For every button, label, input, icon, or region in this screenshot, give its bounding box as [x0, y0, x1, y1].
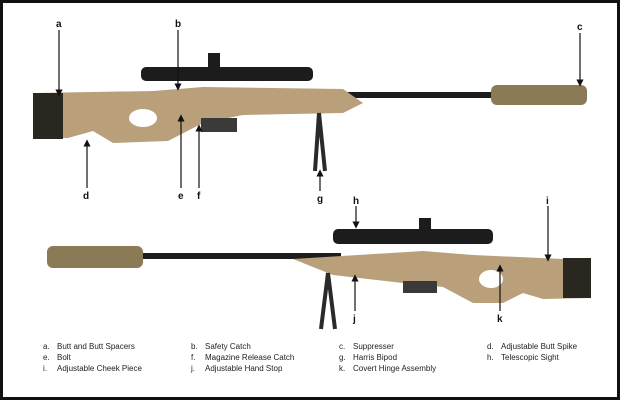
bipod: [319, 272, 337, 330]
rifle-illustration: a b c d e f g h i j k: [33, 19, 591, 330]
callout-g: g: [317, 194, 323, 205]
legend-item: h.Telescopic Sight: [487, 353, 559, 362]
legend-item: k.Covert Hinge Assembly: [339, 364, 437, 373]
legend: a.Butt and Butt Spacers b.Safety Catch c…: [43, 341, 613, 374]
legend-item: g.Harris Bipod: [339, 353, 398, 362]
scope-turret: [419, 218, 431, 232]
magazine: [403, 281, 437, 293]
legend-item: i.Adjustable Cheek Piece: [43, 364, 142, 373]
callout-k: k: [497, 314, 503, 325]
bipod: [313, 112, 327, 172]
callout-b: b: [175, 19, 181, 30]
callout-j: j: [352, 314, 356, 325]
legend-item: f.Magazine Release Catch: [191, 353, 295, 362]
rifle-bottom-view: [47, 218, 591, 330]
legend-item: b.Safety Catch: [191, 342, 251, 351]
callout-c: c: [577, 22, 583, 33]
scope: [141, 67, 313, 81]
legend-item: c.Suppresser: [339, 342, 394, 351]
barrel: [333, 92, 498, 98]
legend-item: d.Adjustable Butt Spike: [487, 342, 578, 351]
callout-h: h: [353, 196, 359, 207]
stock: [293, 251, 591, 303]
callout-e: e: [178, 191, 184, 202]
callout-d: d: [83, 191, 89, 202]
scope: [333, 229, 493, 244]
legend-item: j.Adjustable Hand Stop: [191, 364, 283, 373]
callout-f: f: [197, 191, 201, 202]
legend-item: e.Bolt: [43, 353, 71, 362]
suppressor: [491, 85, 587, 105]
thumbhole: [479, 270, 503, 288]
callout-a: a: [56, 19, 62, 30]
magazine: [201, 118, 237, 132]
rifle-top-view: [33, 53, 587, 172]
barrel: [141, 253, 341, 259]
stock: [35, 87, 363, 143]
butt: [33, 93, 63, 139]
thumbhole: [129, 109, 157, 127]
butt: [563, 258, 591, 298]
callout-i: i: [546, 196, 549, 207]
legend-item: a.Butt and Butt Spacers: [43, 342, 135, 351]
suppressor: [47, 246, 143, 268]
scope-turret: [208, 53, 220, 69]
